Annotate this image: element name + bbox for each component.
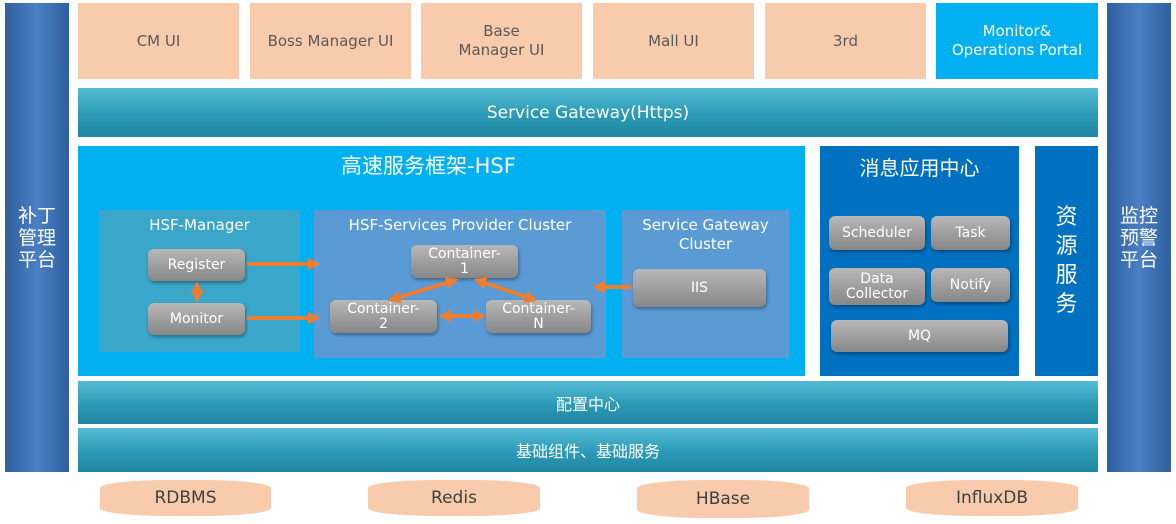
- hsf-provider-cluster-title: HSF-Services Provider Cluster: [348, 215, 572, 234]
- data-collector-line-1: Data: [860, 270, 894, 287]
- data-collector-line-2: Collector: [845, 285, 909, 302]
- right-sidebar-line-3: 平台: [1119, 248, 1158, 271]
- left-sidebar-line-3: 平台: [17, 248, 56, 271]
- boss-manager-ui-label: Boss Manager UI: [267, 31, 394, 50]
- mq-node: MQ: [831, 320, 1008, 352]
- register-label: Register: [167, 256, 226, 273]
- container-2-line-2: 2: [379, 315, 388, 332]
- redis-label: Redis: [431, 488, 477, 508]
- cm-ui-box: CM UI: [78, 3, 239, 79]
- influxdb-label: InfluxDB: [955, 488, 1029, 508]
- container1-container2-arrow: [387, 276, 459, 304]
- hsf-manager-title: HSF-Manager: [149, 215, 250, 234]
- base-manager-ui-box: Base Manager UI: [421, 3, 582, 79]
- monitor-portal-line-1: Monitor&: [982, 22, 1052, 40]
- register-node: Register: [148, 249, 245, 281]
- data-collector-node: Data Collector: [829, 268, 925, 305]
- resource-service-char-1: 资: [1055, 205, 1078, 230]
- container-n-line-2: N: [533, 315, 544, 332]
- left-sidebar-patch-platform: 补丁 管理 平台: [5, 3, 69, 472]
- rdbms-label: RDBMS: [154, 488, 217, 508]
- right-sidebar-monitor-platform: 监控 预警 平台: [1107, 3, 1171, 472]
- redis-database: Redis: [368, 480, 540, 516]
- left-sidebar-line-1: 补丁: [17, 204, 56, 227]
- hsf-framework-title: 高速服务框架-HSF: [341, 154, 516, 178]
- base-components-label: 基础组件、基础服务: [515, 442, 660, 461]
- config-center-bar: 配置中心: [78, 381, 1098, 424]
- resource-service-char-3: 服: [1055, 263, 1078, 288]
- scheduler-label: Scheduler: [841, 224, 913, 241]
- gateway-cluster-title: Service Gateway Cluster: [622, 214, 789, 256]
- mall-ui-box: Mall UI: [593, 3, 754, 79]
- gateway-cluster-title-line-1: Service Gateway: [642, 216, 769, 234]
- rdbms-database: RDBMS: [100, 480, 271, 516]
- boss-manager-ui-box: Boss Manager UI: [250, 3, 411, 79]
- right-sidebar-line-2: 预警: [1119, 226, 1158, 249]
- monitor-operations-portal-box: Monitor& Operations Portal: [936, 3, 1098, 79]
- service-gateway-label: Service Gateway(Https): [486, 102, 690, 123]
- hsf-provider-cluster-panel: [314, 210, 606, 358]
- service-gateway-bar: Service Gateway(Https): [78, 88, 1098, 137]
- left-sidebar-line-2: 管理: [17, 226, 56, 249]
- resource-service-char-4: 务: [1055, 292, 1078, 317]
- right-sidebar-line-1: 监控: [1119, 204, 1158, 227]
- mq-label: MQ: [907, 327, 932, 344]
- config-center-label: 配置中心: [555, 394, 620, 414]
- resource-service-panel: 资 源 服 务: [1035, 146, 1098, 376]
- container1-containerN-arrow: [473, 277, 538, 303]
- scheduler-node: Scheduler: [829, 216, 925, 250]
- third-party-box: 3rd: [765, 3, 926, 79]
- monitor-node: Monitor: [148, 303, 245, 335]
- influxdb-database: InfluxDB: [906, 480, 1078, 516]
- hbase-database: HBase: [637, 480, 809, 518]
- base-components-bar: 基础组件、基础服务: [78, 428, 1098, 472]
- container-n-line-1: Container-: [502, 300, 575, 317]
- iis-label: IIS: [690, 279, 709, 296]
- notify-label: Notify: [949, 276, 992, 293]
- monitor-label: Monitor: [169, 310, 224, 327]
- task-label: Task: [955, 224, 986, 241]
- message-center-title: 消息应用中心: [859, 155, 980, 180]
- base-manager-ui-line-2: Manager UI: [458, 41, 545, 59]
- third-party-label: 3rd: [833, 31, 858, 50]
- container-n-node: Container- N: [486, 300, 591, 333]
- cm-ui-label: CM UI: [136, 31, 181, 50]
- container-1-line-1: Container-: [428, 245, 501, 262]
- base-manager-ui-line-1: Base: [483, 22, 520, 40]
- container-1-node: Container- 1: [411, 245, 518, 278]
- mall-ui-label: Mall UI: [648, 31, 699, 50]
- iis-node: IIS: [633, 269, 766, 307]
- gateway-cluster-title-line-2: Cluster: [678, 235, 733, 253]
- monitor-portal-line-2: Operations Portal: [951, 41, 1083, 59]
- task-node: Task: [931, 216, 1010, 250]
- resource-service-char-2: 源: [1055, 234, 1078, 259]
- container-2-line-1: Container-: [347, 300, 420, 317]
- container-1-line-2: 1: [460, 260, 469, 277]
- container-2-node: Container- 2: [330, 300, 437, 333]
- notify-node: Notify: [931, 268, 1010, 302]
- hbase-label: HBase: [695, 489, 751, 509]
